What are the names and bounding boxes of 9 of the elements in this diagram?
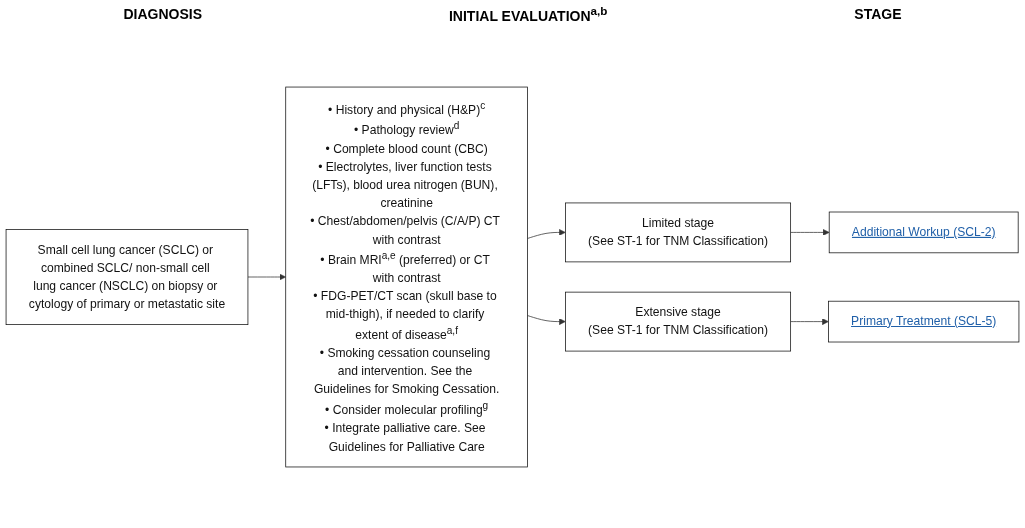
node-box: Additional Workup (SCL-2) bbox=[828, 211, 1019, 254]
node-box: Small cell lung cancer (SCLC) or combined SCLC/ non-small cell lung cancer (NSCLC) on biopsy or cytology of primary or metastatic site bbox=[5, 229, 249, 325]
node-box: Primary Treatment (SCL-5) bbox=[828, 300, 1020, 343]
node-box: Limited stage (See ST-1 for TNM Classification) bbox=[565, 202, 791, 263]
column-heading: DIAGNOSIS bbox=[123, 6, 203, 22]
column-heading: INITIAL EVALUATION$^{a,b}$ bbox=[449, 4, 608, 24]
column-heading: STAGE bbox=[854, 6, 902, 22]
node-box: • History and physical (H&P)$^{c}$ • Pathology review$^{d}$ • Complete blood count (CBC) • Electrolytes, liver function tests (LFTs), blood urea nitrogen (BUN), creatinine • Chest/abdomen/pelvis (C/A/P) CT with contrast • Brain MRI$^{a,e}$ (preferred) or CT with contrast • FDG-PET/CT scan (skull base to mid-thigh), if needed to clarify extent of disease$^{a,f}$ • Smoking cessation counseling and intervention. See the Guidelines for Smoking Cessation. • Consider molecular profiling$^{g}$ • Integrate palliative care. See Guidelines for Palliative Care bbox=[285, 86, 528, 468]
node-box: Extensive stage (See ST-1 for TNM Classification) bbox=[565, 291, 791, 352]
